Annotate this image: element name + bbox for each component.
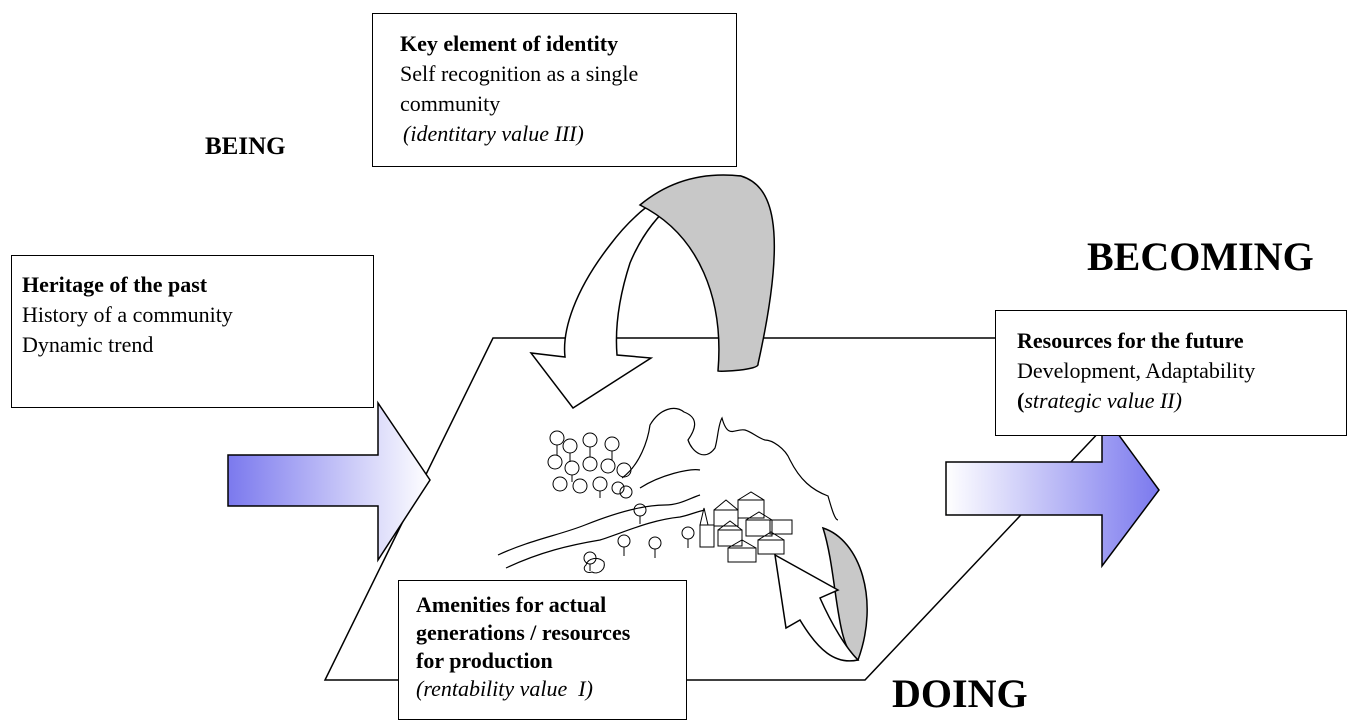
identity-title: Key element of identity xyxy=(400,31,619,56)
label-doing: DOING xyxy=(892,671,1028,716)
landscape-plane xyxy=(323,337,1190,681)
lone-trees xyxy=(583,526,695,574)
amenities-title-3: for production xyxy=(416,648,553,673)
amenities-title-1: Amenities for actual xyxy=(416,592,607,617)
river xyxy=(497,494,701,556)
doing-loop-arrow xyxy=(774,526,868,662)
label-becoming: BECOMING xyxy=(1087,234,1314,279)
being-loop-arrow xyxy=(529,174,776,410)
identity-value: (identitary value III) xyxy=(403,121,584,146)
mountain-outline xyxy=(621,407,839,521)
future-output-arrow xyxy=(945,409,1160,569)
resources-box: Resources for the future Development, Ad… xyxy=(995,310,1347,436)
heritage-title: Heritage of the past xyxy=(22,272,208,297)
landscape-sketch xyxy=(497,407,839,574)
resources-value: (strategic value II) xyxy=(1017,386,1346,416)
amenities-title-2: generations / resources xyxy=(416,620,631,645)
village xyxy=(699,491,793,563)
heritage-line-2: Dynamic trend xyxy=(22,332,154,357)
resources-line-1: Development, Adaptability xyxy=(1017,358,1256,383)
identity-line-1: Self recognition as a single xyxy=(400,61,639,86)
heritage-box: Heritage of the past History of a commun… xyxy=(11,255,374,408)
amenities-value: (rentability value I) xyxy=(416,676,593,701)
resources-title: Resources for the future xyxy=(1017,328,1244,353)
forest xyxy=(547,430,647,524)
past-input-arrow xyxy=(227,400,431,563)
heritage-line-1: History of a community xyxy=(22,302,233,327)
resources-value-text: strategic value II) xyxy=(1024,388,1182,413)
label-being: BEING xyxy=(205,133,286,160)
identity-line-2: community xyxy=(400,91,501,116)
resources-value-paren: ( xyxy=(1017,388,1025,413)
identity-box: Key element of identity Self recognition… xyxy=(372,13,737,167)
amenities-box: Amenities for actual generations / resou… xyxy=(398,580,687,720)
